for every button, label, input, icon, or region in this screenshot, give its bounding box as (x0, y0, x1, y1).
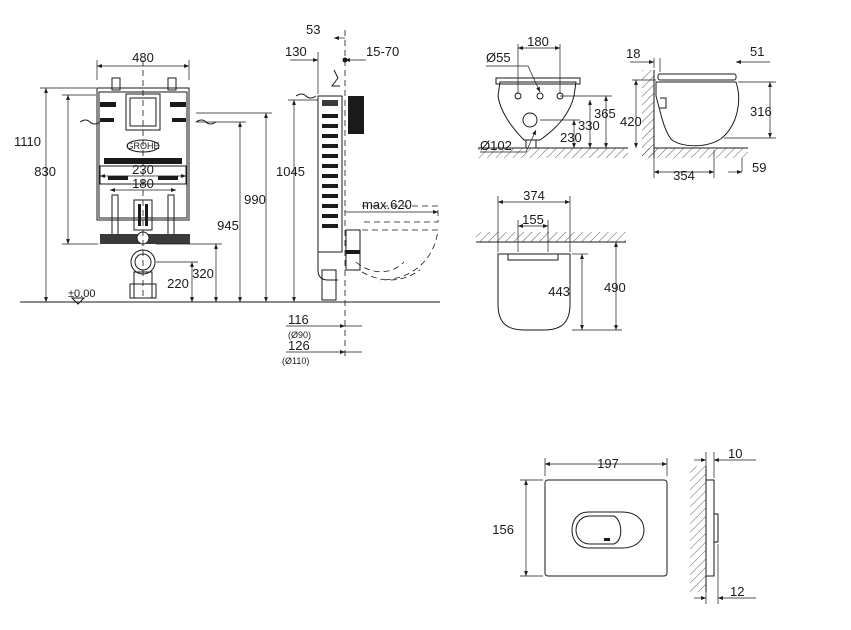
dim-12: 12 (730, 584, 744, 599)
frame-side-body (317, 95, 343, 253)
dim-1045: 1045 (276, 164, 305, 179)
frame-front-view: GROHE 480 1110 (14, 50, 440, 305)
dim-dia-90: (Ø90) (288, 330, 311, 340)
dim-155: 155 (522, 212, 544, 227)
flush-button-small (575, 515, 622, 545)
toilet-side-body (655, 81, 740, 147)
dim-220: 220 (167, 276, 189, 291)
floor-label: ±0.00 (68, 288, 95, 300)
dim-330: 330 (578, 118, 600, 133)
dim-130: 130 (285, 44, 307, 59)
dim-480: 480 (132, 50, 154, 65)
toilet-seat (657, 73, 737, 81)
dim-10: 10 (728, 446, 742, 461)
dim-830: 830 (34, 164, 56, 179)
dim-420: 420 (620, 114, 642, 129)
toilet-side-view: 18 51 420 316 354 59 (620, 44, 776, 183)
toilet-top-view: 374 155 443 490 (476, 188, 626, 331)
toilet-top-body (497, 253, 571, 331)
dim-51: 51 (750, 44, 764, 59)
dim-1110: 1110 (14, 134, 41, 149)
flush-plate-profile (705, 479, 715, 577)
dim-dia-102: Ø102 (480, 138, 512, 153)
toilet-front-view: 180 Ø55 365 330 230 Ø102 (478, 34, 628, 158)
dim-230-toilet: 230 (560, 130, 582, 145)
dim-320: 320 (192, 266, 214, 281)
dim-490: 490 (604, 280, 626, 295)
dim-945: 945 (217, 218, 239, 233)
flush-plate-front-view: 197 156 (492, 456, 668, 577)
dim-443: 443 (548, 284, 570, 299)
flush-plate-side-view: 10 12 (690, 446, 756, 604)
dim-126: 126 (288, 338, 310, 353)
flush-button-outer (571, 511, 645, 549)
frame-side-view: 53 130 15-70 1045 max.620 116 (Ø90) 126 … (276, 22, 439, 366)
dim-15-70: 15-70 (366, 44, 399, 59)
dim-18: 18 (626, 46, 640, 61)
dim-365: 365 (594, 106, 616, 121)
dim-59: 59 (752, 160, 766, 175)
dim-156: 156 (492, 522, 514, 537)
dim-dia-55: Ø55 (486, 50, 511, 65)
toilet-front-body (497, 81, 577, 141)
flush-plate-body (544, 479, 668, 577)
dim-316: 316 (750, 104, 772, 119)
dim-180-frame: 180 (132, 176, 154, 191)
dim-230: 230 (132, 162, 154, 177)
dim-197: 197 (597, 456, 619, 471)
flush-plate-side (348, 96, 364, 134)
dim-53: 53 (306, 22, 320, 37)
dim-374: 374 (523, 188, 545, 203)
dim-990: 990 (244, 192, 266, 207)
dim-dia-110: (Ø110) (282, 356, 309, 366)
dim-116: 116 (288, 312, 309, 327)
dim-max-620: max.620 (362, 197, 412, 212)
dim-354: 354 (673, 168, 695, 183)
dim-180-toilet: 180 (527, 34, 549, 49)
